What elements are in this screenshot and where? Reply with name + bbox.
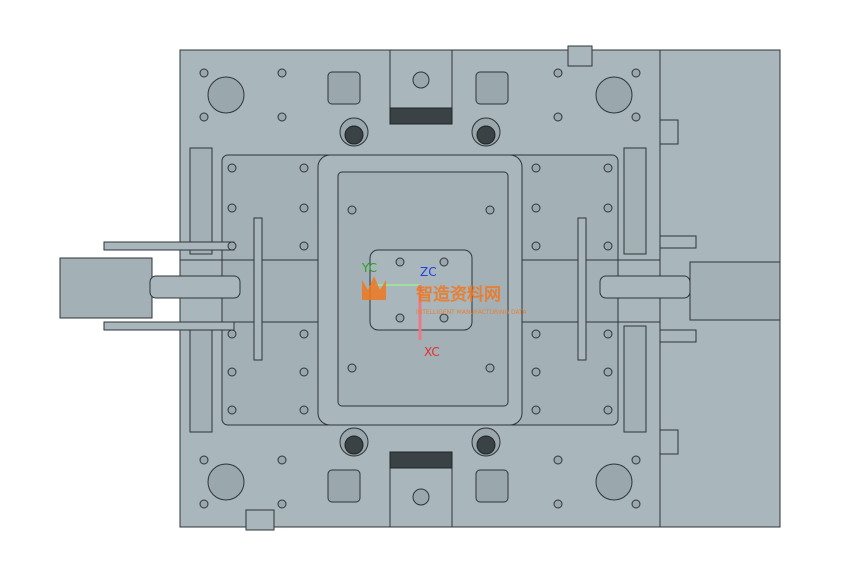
watermark-logo: 智造资料网 INTELLIGENT MANUFACTURING DATA [362, 276, 527, 316]
screw-hole [631, 68, 641, 78]
screw-hole [227, 241, 237, 251]
screw-hole [277, 112, 287, 122]
right-slider-rod [599, 275, 691, 299]
screw-hole [531, 163, 541, 173]
screw-hole [631, 499, 641, 509]
screw-hole [227, 329, 237, 339]
left-spring-rod-bottom [103, 321, 235, 331]
bottom-lifting-lug [245, 509, 275, 531]
screw-hole [631, 112, 641, 122]
left-side-slider [59, 257, 153, 319]
screw-hole [199, 499, 209, 509]
right-wear-plate-bottom [623, 325, 647, 433]
screw-hole [277, 68, 287, 78]
screw-hole [553, 499, 563, 509]
watermark-title: 智造资料网 [416, 284, 501, 305]
screw-hole [531, 203, 541, 213]
screw-hole [553, 112, 563, 122]
screw-hole [395, 257, 405, 267]
top-lifting-lug [567, 45, 593, 67]
screw-hole [299, 329, 309, 339]
screw-hole [485, 205, 495, 215]
screw-hole [531, 367, 541, 377]
locating-hole [412, 71, 430, 89]
right-side-slider [689, 261, 781, 321]
screw-hole [439, 313, 449, 323]
left-angle-pin [253, 217, 263, 361]
screw-hole [299, 203, 309, 213]
xc-label: XC [424, 345, 440, 359]
screw-hole [227, 367, 237, 377]
screw-hole [395, 313, 405, 323]
screw-hole [299, 367, 309, 377]
screw-hole [227, 163, 237, 173]
screw-hole [227, 405, 237, 415]
right-clamp-top [659, 119, 679, 145]
watermark-subtitle: INTELLIGENT MANUFACTURING DATA [416, 309, 527, 316]
screw-hole [531, 329, 541, 339]
screw-hole [603, 163, 613, 173]
locating-hole [412, 488, 430, 506]
screw-hole [347, 205, 357, 215]
screw-hole [277, 455, 287, 465]
screw-hole [277, 499, 287, 509]
zc-label: ZC [420, 265, 437, 279]
right-wear-plate-top [623, 147, 647, 255]
screw-hole [531, 405, 541, 415]
left-spring-rod-top [103, 241, 235, 251]
screw-holes [199, 68, 641, 509]
screw-hole [553, 68, 563, 78]
left-wear-plate-top [189, 147, 213, 255]
screw-hole [199, 68, 209, 78]
screw-hole [227, 203, 237, 213]
screw-hole [603, 241, 613, 251]
right-angle-pin [577, 217, 587, 361]
screw-hole [603, 203, 613, 213]
screw-hole [631, 455, 641, 465]
large-return-holes [207, 71, 633, 503]
right-bolt-top [659, 235, 697, 249]
screw-hole [347, 363, 357, 373]
screw-hole [299, 163, 309, 173]
screw-hole [199, 112, 209, 122]
screw-hole [299, 241, 309, 251]
top-locating-block-shadow [389, 107, 453, 125]
screw-hole [603, 329, 613, 339]
right-clamp-bottom [659, 429, 679, 455]
screw-hole [199, 455, 209, 465]
right-bolt-bottom [659, 329, 697, 343]
screw-hole [603, 405, 613, 415]
screw-hole [553, 455, 563, 465]
screw-hole [531, 241, 541, 251]
screw-hole [439, 257, 449, 267]
left-slider-rod [149, 275, 241, 299]
left-wear-plate-bottom [189, 325, 213, 433]
yc-label: YC [361, 261, 377, 275]
bottom-locating-block-shadow [389, 451, 453, 469]
screw-hole [485, 363, 495, 373]
screw-hole [603, 367, 613, 377]
guide-bushings [339, 117, 501, 457]
screw-hole [299, 405, 309, 415]
